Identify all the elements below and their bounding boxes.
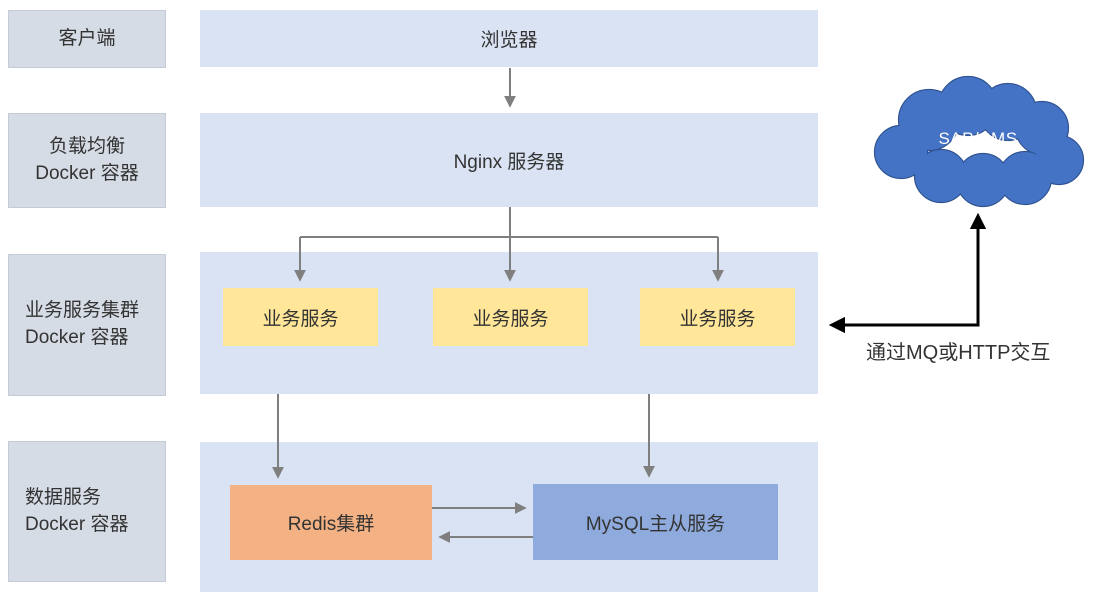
sap-sms-cloud: SAP/SMS	[865, 66, 1091, 212]
nginx-node: Nginx 服务器	[200, 113, 818, 207]
business-service-node-2: 业务服务	[433, 288, 588, 346]
browser-label: 浏览器	[480, 30, 538, 51]
arrow-mq-bidirectional	[828, 212, 987, 334]
lane-label-load-balancer: 负载均衡 Docker 容器	[8, 113, 166, 208]
lane-label-line: Docker 容器	[25, 513, 129, 535]
redis-label: Redis集群	[287, 514, 375, 535]
nginx-label: Nginx 服务器	[453, 151, 565, 173]
mysql-node: MySQL主从服务	[533, 484, 778, 560]
lane-label-line: Docker 容器	[35, 162, 139, 184]
lane-label-line: Docker 容器	[25, 327, 129, 348]
lane-label-service-cluster: 业务服务集群 Docker 容器	[8, 254, 166, 396]
lane-label-line: 客户端	[58, 27, 116, 49]
mysql-label: MySQL主从服务	[585, 513, 726, 535]
business-service-label: 业务服务	[262, 308, 339, 330]
business-service-node-3: 业务服务	[640, 288, 795, 346]
lane-label-line: 数据服务	[25, 486, 102, 508]
cloud-label: SAP/SMS	[938, 129, 1018, 148]
business-service-label: 业务服务	[472, 308, 549, 330]
mq-http-annotation: 通过MQ或HTTP交互	[866, 342, 1051, 364]
lane-label-line: 业务服务集群	[25, 300, 140, 322]
browser-node: 浏览器	[200, 10, 818, 67]
lane-label-line: 负载均衡	[48, 135, 125, 157]
business-service-label: 业务服务	[679, 308, 756, 330]
lane-label-data-service: 数据服务 Docker 容器	[8, 441, 166, 582]
lane-label-client: 客户端	[8, 10, 166, 68]
redis-cluster-node: Redis集群	[230, 485, 432, 560]
cloud-shape-icon	[873, 75, 1085, 208]
business-service-node-1: 业务服务	[223, 288, 378, 346]
